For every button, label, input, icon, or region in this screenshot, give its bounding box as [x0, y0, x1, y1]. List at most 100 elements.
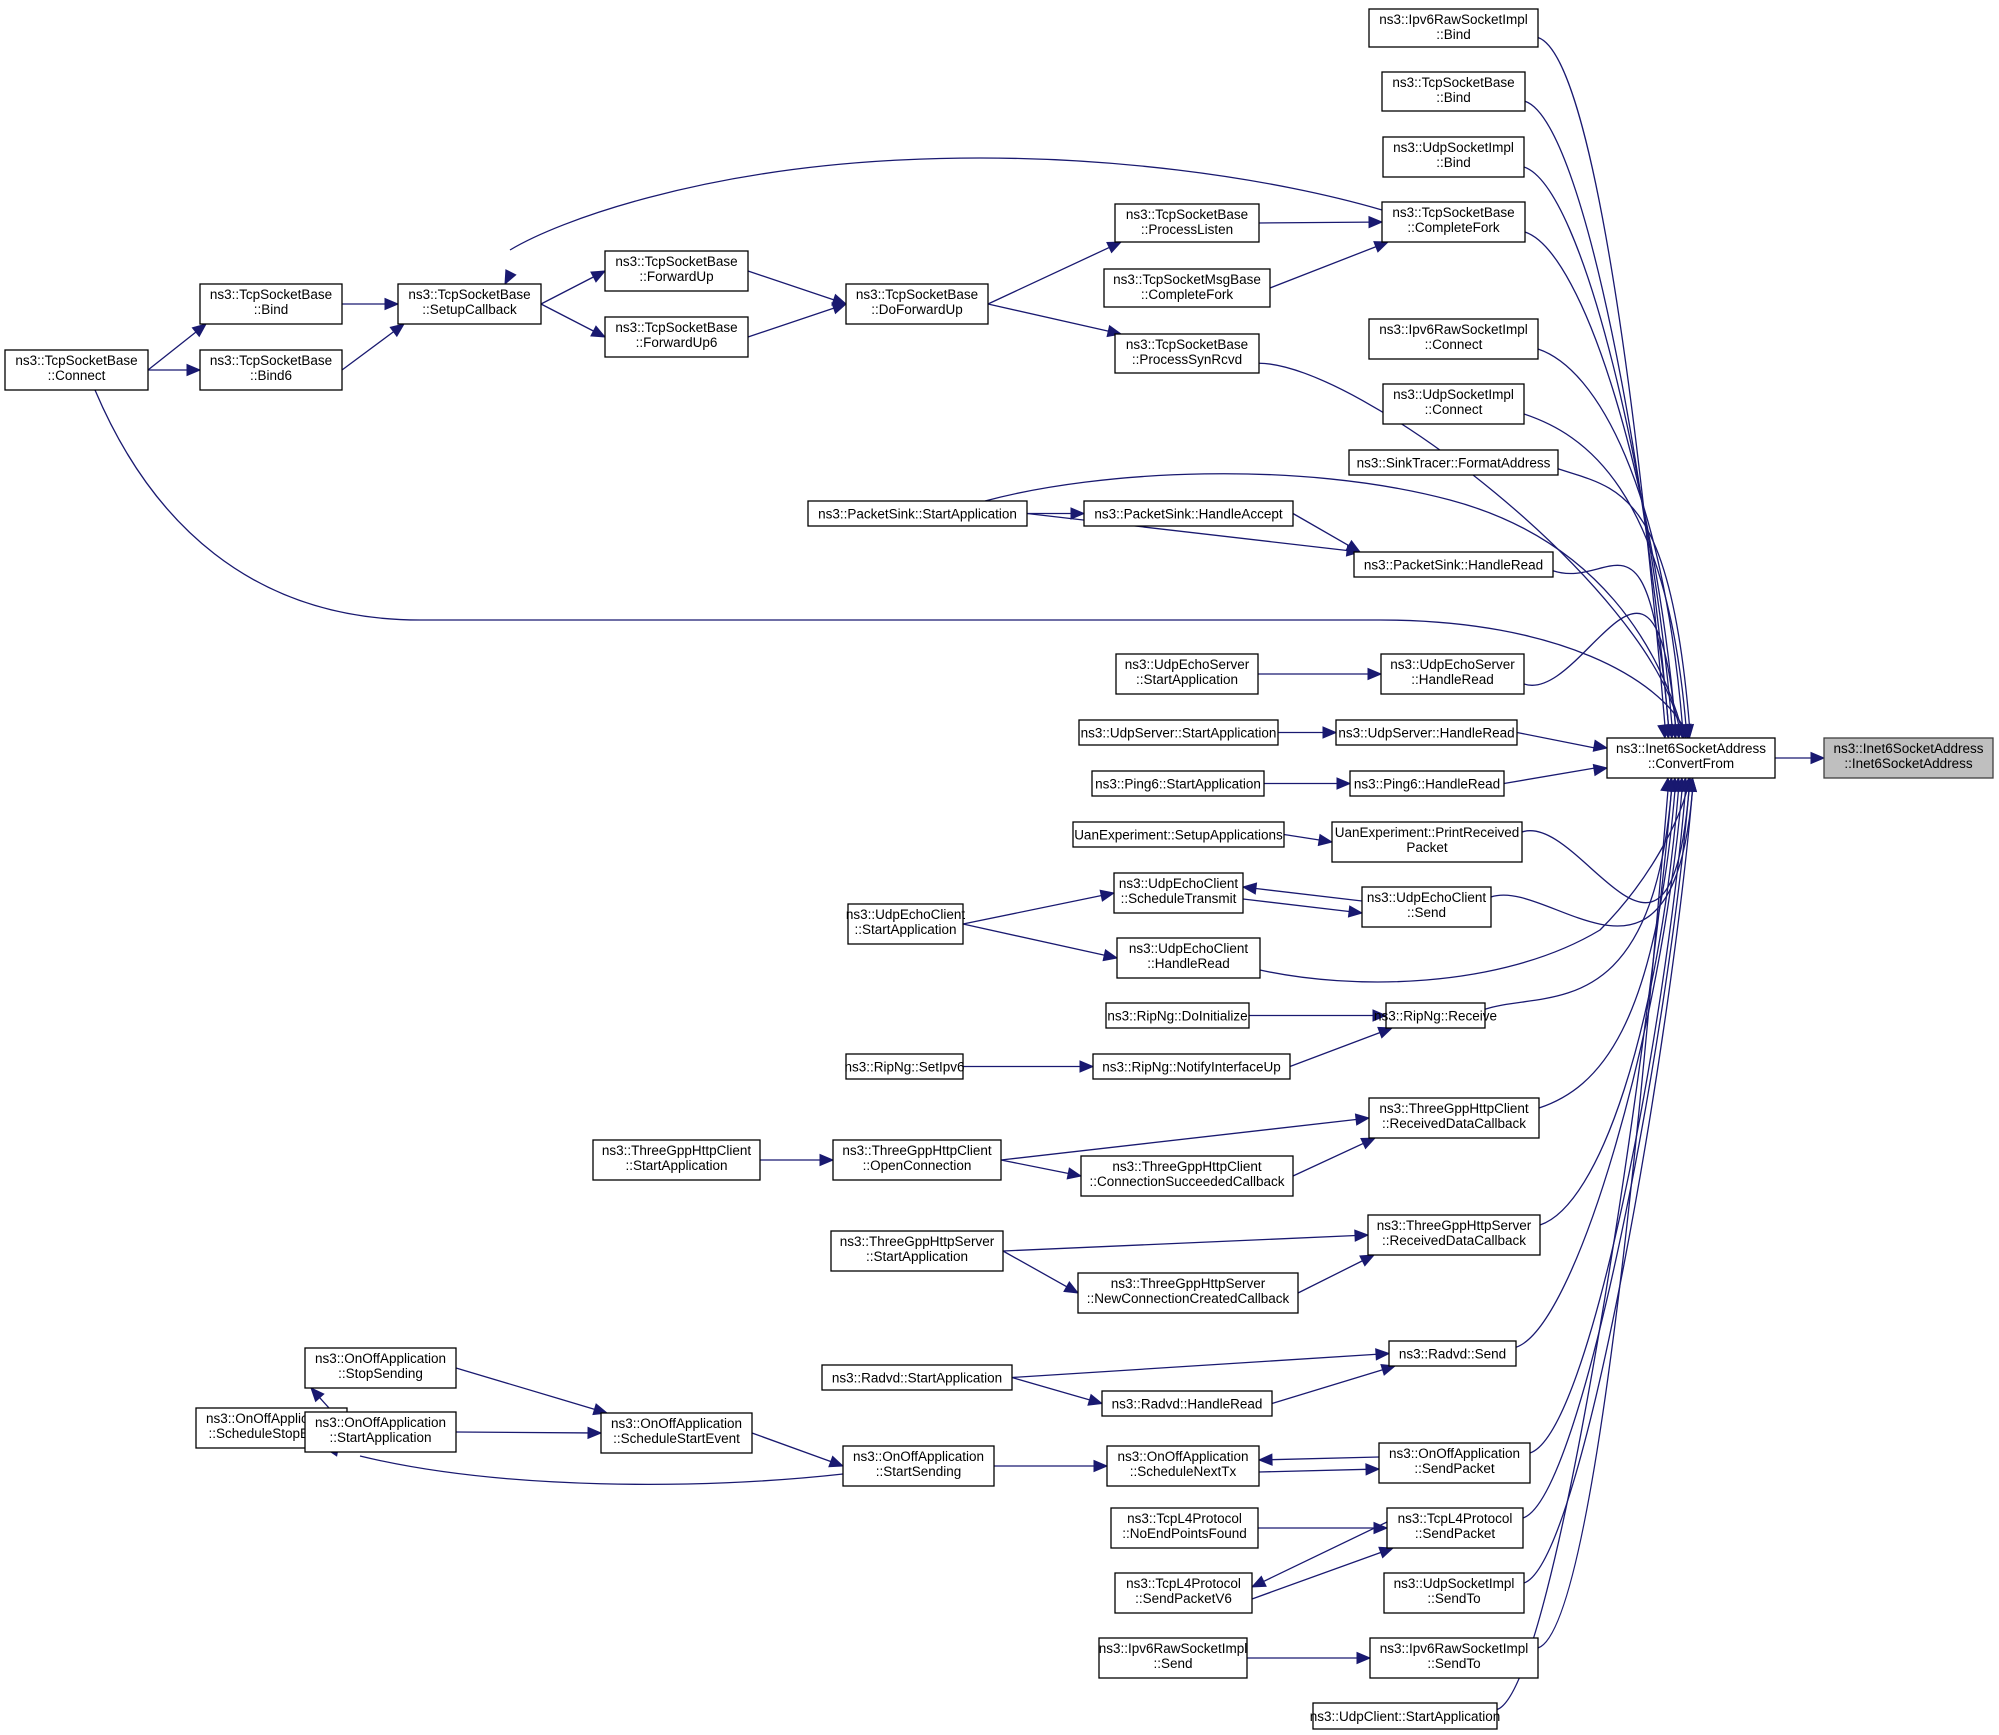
edge-hs_start-to-hs_newconn [1002, 1250, 1080, 1294]
node-label-line: ::CompleteFork [1407, 220, 1500, 235]
node-uec_sched[interactable]: ns3::UdpEchoClient::ScheduleTransmit [1113, 872, 1244, 914]
node-oo_sendpkt[interactable]: ns3::OnOffApplication::SendPacket [1378, 1442, 1531, 1484]
node-box [199, 349, 343, 391]
node-tcpsb_completefork[interactable]: ns3::TcpSocketBase::CompleteFork [1381, 201, 1526, 243]
node-ipv6raw_send[interactable]: ns3::Ipv6RawSocketImpl::Send [1098, 1637, 1248, 1679]
node-box [1386, 1507, 1524, 1549]
node-label-line: ::ScheduleStopEvent [208, 1426, 334, 1441]
node-hs_recv[interactable]: ns3::ThreeGppHttpServer::ReceivedDataCal… [1367, 1214, 1541, 1256]
node-tcpsb_bind6[interactable]: ns3::TcpSocketBase::Bind6 [199, 349, 343, 391]
node-msgbase_completefork[interactable]: ns3::TcpSocketMsgBase::CompleteFork [1103, 268, 1271, 308]
node-ping_read[interactable]: ns3::Ping6::HandleRead [1349, 770, 1505, 797]
node-label-line: ns3::RipNg::NotifyInterfaceUp [1102, 1060, 1281, 1075]
node-box [1106, 1445, 1260, 1487]
node-tcpsb_connect[interactable]: ns3::TcpSocketBase::Connect [4, 349, 149, 391]
node-label-line: ns3::ThreeGppHttpClient [842, 1143, 992, 1158]
node-label-line: ::ScheduleNextTx [1130, 1464, 1237, 1479]
node-setupcallback[interactable]: ns3::TcpSocketBase::SetupCallback [397, 283, 542, 325]
node-ues_read[interactable]: ns3::UdpEchoServer::HandleRead [1380, 653, 1525, 695]
node-label-line: ns3::TcpSocketBase [210, 353, 332, 368]
arrowhead-icon [592, 1403, 609, 1416]
arrowhead-icon [1360, 1137, 1377, 1150]
node-processsynrcvd[interactable]: ns3::TcpSocketBase::ProcessSynRcvd [1114, 333, 1260, 374]
node-radvd_read[interactable]: ns3::Radvd::HandleRead [1101, 1390, 1273, 1417]
node-ipv6raw_connect[interactable]: ns3::Ipv6RawSocketImpl::Connect [1368, 318, 1539, 360]
node-sinktracer[interactable]: ns3::SinkTracer::FormatAddress [1348, 449, 1559, 476]
node-us_start[interactable]: ns3::UdpServer::StartApplication [1078, 719, 1279, 746]
node-rip_setipv6[interactable]: ns3::RipNg::SetIpv6 [844, 1053, 965, 1080]
node-box [1077, 1272, 1299, 1314]
node-tcpsb_bind_r[interactable]: ns3::TcpSocketBase::Bind [1381, 71, 1526, 112]
arrowhead-icon [310, 1387, 325, 1403]
node-oo_stop[interactable]: ns3::OnOffApplication::StopSending [304, 1347, 457, 1389]
node-tcpsb_bind_l[interactable]: ns3::TcpSocketBase::Bind [199, 283, 343, 325]
node-ps_read[interactable]: ns3::PacketSink::HandleRead [1353, 551, 1554, 578]
node-forwardup6[interactable]: ns3::TcpSocketBase::ForwardUp6 [604, 316, 749, 358]
node-uan_setup[interactable]: UanExperiment::SetupApplications [1072, 821, 1285, 848]
node-box [1114, 333, 1260, 374]
edge-line [1523, 166, 1673, 727]
node-ipv6raw_sendto[interactable]: ns3::Ipv6RawSocketImpl::SendTo [1369, 1637, 1539, 1679]
edge-line [1484, 789, 1673, 1010]
node-oo_startapp[interactable]: ns3::OnOffApplication::StartApplication [304, 1411, 457, 1453]
node-ipv6raw_bind[interactable]: ns3::Ipv6RawSocketImpl::Bind [1368, 8, 1539, 48]
node-box [600, 1412, 753, 1454]
node-box [1348, 449, 1559, 476]
node-rip_notify[interactable]: ns3::RipNg::NotifyInterfaceUp [1092, 1053, 1291, 1080]
node-hc_recv[interactable]: ns3::ThreeGppHttpClient::ReceivedDataCal… [1368, 1097, 1540, 1139]
node-box [1072, 821, 1285, 848]
node-label-line: ns3::PacketSink::StartApplication [818, 507, 1017, 522]
node-label-line: ns3::UdpSocketImpl [1394, 1576, 1515, 1591]
edge-line [1254, 887, 1363, 902]
node-oo_schedstart[interactable]: ns3::OnOffApplication::ScheduleStartEven… [600, 1412, 753, 1454]
node-udpclient_start[interactable]: ns3::UdpClient::StartApplication [1310, 1702, 1501, 1730]
node-oo_startsend[interactable]: ns3::OnOffApplication::StartSending [842, 1445, 995, 1487]
arrowhead-icon [389, 323, 406, 338]
node-hs_newconn[interactable]: ns3::ThreeGppHttpServer::NewConnectionCr… [1077, 1272, 1299, 1314]
edge-line [1292, 1142, 1365, 1177]
node-label-line: ns3::SinkTracer::FormatAddress [1357, 456, 1551, 471]
node-hc_start[interactable]: ns3::ThreeGppHttpClient::StartApplicatio… [592, 1139, 761, 1181]
node-radvd_start[interactable]: ns3::Radvd::StartApplication [821, 1364, 1013, 1391]
node-radvd_send[interactable]: ns3::Radvd::Send [1388, 1340, 1517, 1367]
edge-line [94, 389, 1686, 731]
node-ps_accept[interactable]: ns3::PacketSink::HandleAccept [1083, 500, 1294, 527]
node-hc_open[interactable]: ns3::ThreeGppHttpClient::OpenConnection [832, 1139, 1002, 1181]
node-uec_start[interactable]: ns3::UdpEchoClient::StartApplication [846, 903, 966, 945]
node-udpsi_connect[interactable]: ns3::UdpSocketImpl::Connect [1382, 383, 1525, 425]
node-tcpl4_sendv6[interactable]: ns3::TcpL4Protocol::SendPacketV6 [1114, 1572, 1253, 1614]
node-forwardup[interactable]: ns3::TcpSocketBase::ForwardUp [604, 250, 749, 292]
node-label-line: ns3::Ipv6RawSocketImpl [1380, 1641, 1529, 1656]
node-doforwardup[interactable]: ns3::TcpSocketBase::DoForwardUp [845, 283, 989, 325]
node-label-line: ns3::Ping6::StartApplication [1095, 777, 1261, 792]
edge-line [1523, 413, 1687, 727]
node-uec_read[interactable]: ns3::UdpEchoClient::HandleRead [1116, 937, 1261, 979]
node-tcpl4_noep[interactable]: ns3::TcpL4Protocol::NoEndPointsFound [1110, 1507, 1259, 1549]
node-udpsi_bind[interactable]: ns3::UdpSocketImpl::Bind [1382, 136, 1525, 178]
node-hs_start[interactable]: ns3::ThreeGppHttpServer::StartApplicatio… [830, 1230, 1004, 1272]
node-rip_init[interactable]: ns3::RipNg::DoInitialize [1105, 1002, 1250, 1029]
node-processlisten[interactable]: ns3::TcpSocketBase::ProcessListen [1114, 203, 1260, 243]
node-label-line: ns3::TcpL4Protocol [1126, 1576, 1241, 1591]
node-rip_recv[interactable]: ns3::RipNg::Receive [1374, 1002, 1497, 1029]
node-box [1606, 737, 1776, 779]
edge-line [1529, 789, 1687, 1454]
node-root[interactable]: ns3::Inet6SocketAddress::Inet6SocketAddr… [1823, 737, 1994, 779]
node-ps_start[interactable]: ns3::PacketSink::StartApplication [807, 500, 1028, 527]
node-hc_succ[interactable]: ns3::ThreeGppHttpClient::ConnectionSucce… [1080, 1155, 1294, 1197]
node-tcpl4_send[interactable]: ns3::TcpL4Protocol::SendPacket [1386, 1507, 1524, 1549]
node-us_read[interactable]: ns3::UdpServer::HandleRead [1335, 719, 1518, 746]
edge-line [1002, 1234, 1357, 1252]
edge-tcpsb_connect-to-tcpsb_bind_l [147, 323, 208, 371]
node-ues_start[interactable]: ns3::UdpEchoServer::StartApplication [1115, 653, 1259, 695]
node-label-line: ns3::OnOffApplication [611, 1416, 742, 1431]
arrowhead-icon [1354, 1229, 1370, 1242]
node-oo_schedstop[interactable]: ns3::OnOffApplication::ScheduleStopEvent [195, 1407, 348, 1449]
node-udpsi_sendto[interactable]: ns3::UdpSocketImpl::SendTo [1383, 1572, 1525, 1614]
node-oo_nexttx[interactable]: ns3::OnOffApplication::ScheduleNextTx [1106, 1445, 1260, 1487]
node-uec_send[interactable]: ns3::UdpEchoClient::Send [1361, 886, 1492, 928]
node-box [1382, 383, 1525, 425]
node-convertfrom[interactable]: ns3::Inet6SocketAddress::ConvertFrom [1606, 737, 1776, 779]
node-ping_start[interactable]: ns3::Ping6::StartApplication [1091, 770, 1265, 797]
